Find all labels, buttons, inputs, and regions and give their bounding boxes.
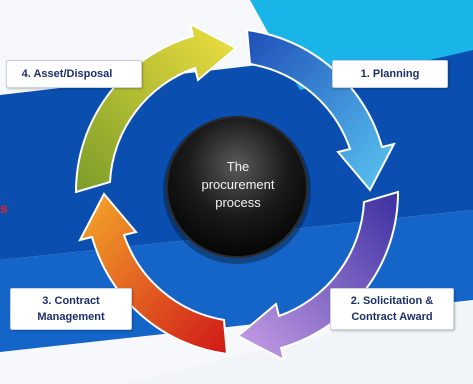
partial-text-fragment: s: [0, 200, 8, 216]
center-line-3: process: [215, 195, 261, 210]
stage-contract-management-label: 3. Contract Management: [10, 288, 132, 330]
stage-solicitation-line-2: Contract Award: [351, 311, 433, 323]
stage-asset-disposal-label: 4. Asset/Disposal: [6, 60, 142, 88]
stage-asset-text: 4. Asset/Disposal: [21, 68, 113, 80]
stage-contract-line-2: Management: [37, 311, 105, 323]
center-line-1: The: [226, 159, 250, 174]
stage-solicitation-label: 2. Solicitation & Contract Award: [330, 288, 454, 330]
stage-planning-text: 1. Planning: [360, 68, 420, 80]
arrow-planning: [245, 28, 396, 192]
arrow-solicitation: [236, 190, 400, 362]
stage-contract-line-1: 3. Contract: [42, 295, 100, 307]
stage-planning-label: 1. Planning: [332, 60, 448, 88]
center-disc: [166, 116, 308, 258]
arrow-contract: [78, 192, 229, 356]
center-label: The procurement process: [178, 158, 298, 212]
stage-solicitation-line-1: 2. Solicitation &: [350, 295, 434, 307]
arrow-asset: [74, 22, 238, 194]
center-line-2: procurement: [201, 177, 275, 192]
